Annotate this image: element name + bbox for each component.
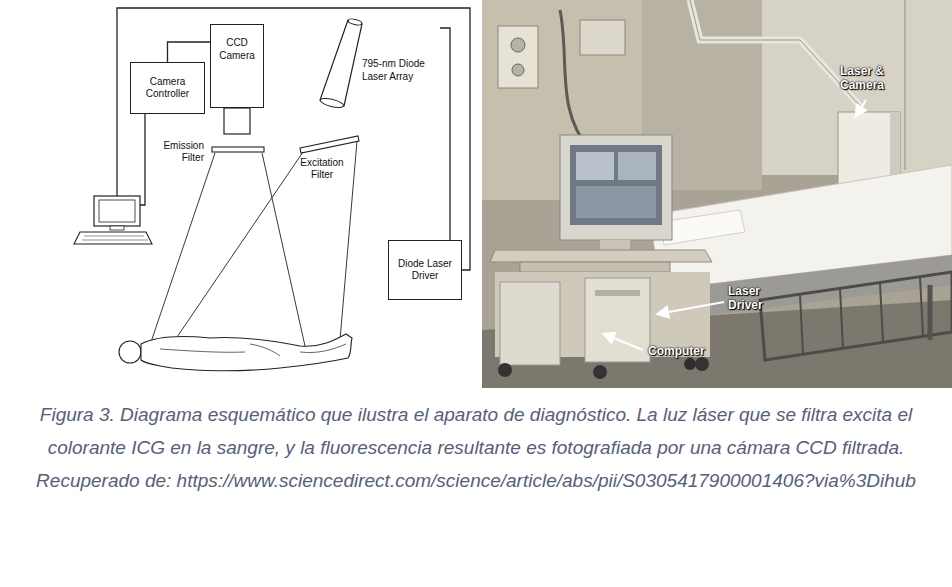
leader-arrow [604,334,643,350]
monitor [94,196,140,226]
driver-box: Diode Laser Driver [388,240,462,300]
wheel [498,363,512,377]
light-beam [150,141,357,346]
node-text: CCD Camera [214,37,260,62]
gas-valve [512,64,524,76]
node-text: 795-nm Diode Laser Array [362,58,438,83]
patient-detail [160,344,346,356]
figure-caption: Figura 3. Diagrama esquemático que ilust… [10,398,942,497]
signal-wire [168,42,211,62]
wheel [684,358,696,370]
camera-lens [224,108,250,134]
node-text: Camera Controller [134,76,201,101]
laser-aperture [320,97,345,110]
photo-label: Laser Driver [728,284,784,313]
photo-ground [482,0,952,388]
wire [140,114,145,205]
photo-monitor [560,135,672,240]
laser-body [320,20,362,106]
filter-label: Excitation Filter [296,157,348,181]
node-text: Diode Laser Driver [392,258,458,283]
signal-wire [440,28,450,240]
controller-box: Camera Controller [130,62,205,114]
keyboard-tray [520,262,670,272]
screen-window [576,152,614,180]
monitor-screen [99,200,135,222]
bed-rail [760,272,952,360]
excitation-filter [300,136,359,153]
photo-screen [570,145,662,225]
wall-device [580,20,625,55]
drive-bay [595,290,640,296]
monitor-stand [600,240,630,250]
filter-label: Emission Filter [154,140,204,164]
cart-top [490,250,712,262]
computer-tower [500,282,560,365]
wire [117,8,470,270]
screen-window [618,152,656,180]
gas-outlet [498,26,538,88]
support-arm [690,0,862,108]
wheel [593,365,607,379]
photo-label: Computer [648,344,728,358]
camera-box: CCD Camera [210,24,264,108]
monitor-base [110,226,124,230]
laser-driver-unit [585,278,650,362]
rail-bar [800,277,923,354]
pillow [660,210,745,245]
support-arm-edge [690,0,862,108]
keyboard-keys [82,236,148,240]
leader-arrow [856,100,866,116]
emission-filter [212,147,264,152]
laser-tube [318,18,364,110]
wall-edge [904,0,906,170]
bed-leg [690,285,930,360]
laser-end [348,18,363,26]
wheel [695,357,709,371]
patient-body [141,334,352,371]
screen-window [576,186,656,218]
gas-valve [511,38,525,52]
patient-head [119,341,141,363]
leader-arrow [658,302,724,314]
photo-label: Laser & Camera [840,64,898,93]
keyboard [74,232,152,244]
laser-array: 795-nm Diode Laser Array [318,18,440,110]
